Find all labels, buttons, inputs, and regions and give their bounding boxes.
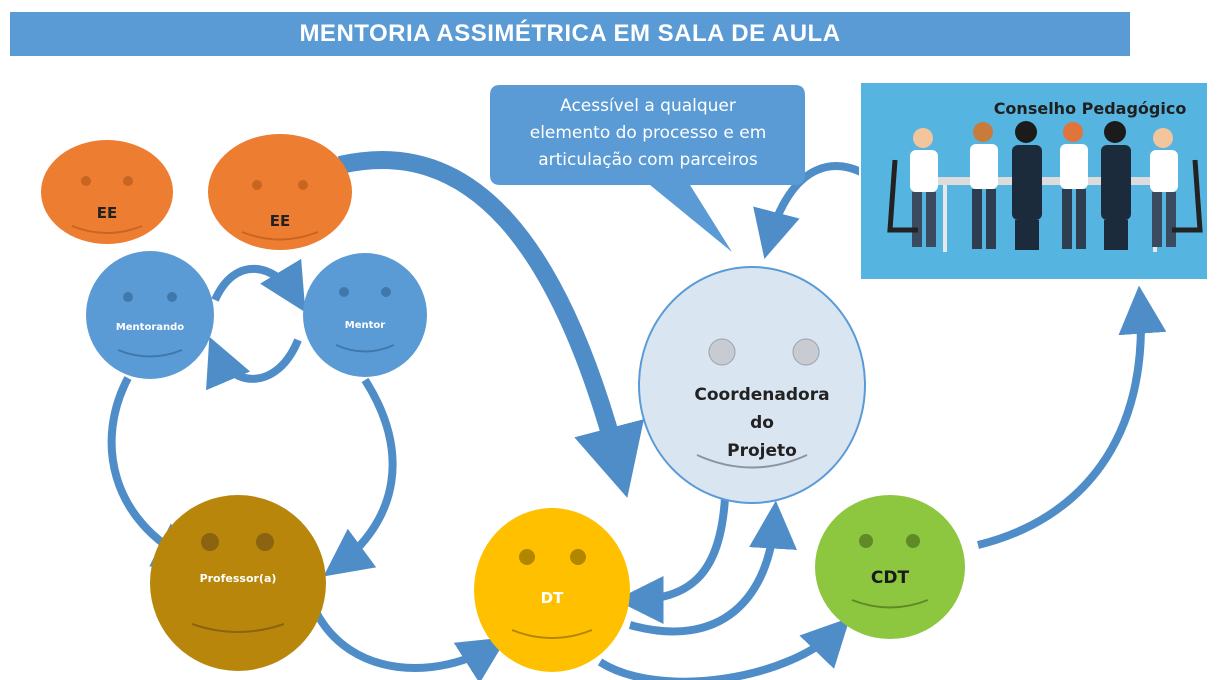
arrow-coordenadora-to-dt <box>615 497 729 624</box>
callout-line-3: articulação com parceiros <box>538 150 758 170</box>
node-ee-2-label: EE <box>270 212 291 230</box>
council-label: Conselho Pedagógico <box>994 99 1187 118</box>
arrow-ee-to-dt <box>337 151 644 498</box>
node-coordenadora-label-1: Coordenadora <box>694 385 829 405</box>
arrow-dt-to-cdt <box>597 617 850 680</box>
arrow-dt-to-coordenadora <box>628 500 797 636</box>
node-coordenadora-label-2: do <box>750 413 774 433</box>
arrow-mentor-to-mentorando <box>206 336 302 391</box>
callout-line-1: Acessível a qualquer <box>560 96 736 116</box>
arrow-professor-to-dt <box>311 608 508 680</box>
node-dt-label: DT <box>541 589 564 607</box>
node-mentor-label: Mentor <box>345 320 386 331</box>
node-ee-1: EE <box>41 140 173 244</box>
council-picture: Conselho Pedagógico <box>859 81 1209 281</box>
node-professor: Professor(a) <box>150 495 326 671</box>
node-coordenadora-label-3: Projeto <box>727 441 797 461</box>
node-coordenadora: Coordenadora do Projeto <box>638 266 866 504</box>
node-dt: DT <box>474 508 630 672</box>
arrow-mentorando-to-mentor <box>211 258 306 313</box>
arrow-mentor-to-professor <box>323 377 397 577</box>
node-mentor: Mentor <box>303 253 427 377</box>
callout-bubble <box>490 85 805 252</box>
arrow-cdt-to-council <box>977 285 1167 549</box>
diagram-title-banner: MENTORIA ASSIMÉTRICA EM SALA DE AULA <box>10 12 1130 56</box>
node-professor-label: Professor(a) <box>200 572 277 585</box>
node-ee-1-label: EE <box>97 204 118 222</box>
meeting-people-icon <box>910 121 1178 250</box>
arrows <box>107 151 1167 680</box>
callout: Acessível a qualquer elemento do process… <box>490 85 805 252</box>
node-cdt: CDT <box>815 495 965 639</box>
node-mentorando: Mentorando <box>86 251 214 379</box>
node-mentorando-label: Mentorando <box>116 322 184 333</box>
node-cdt-label: CDT <box>871 568 910 588</box>
callout-line-2: elemento do processo e em <box>530 123 767 143</box>
diagram-title: MENTORIA ASSIMÉTRICA EM SALA DE AULA <box>299 20 841 47</box>
node-ee-2: EE <box>208 134 352 250</box>
